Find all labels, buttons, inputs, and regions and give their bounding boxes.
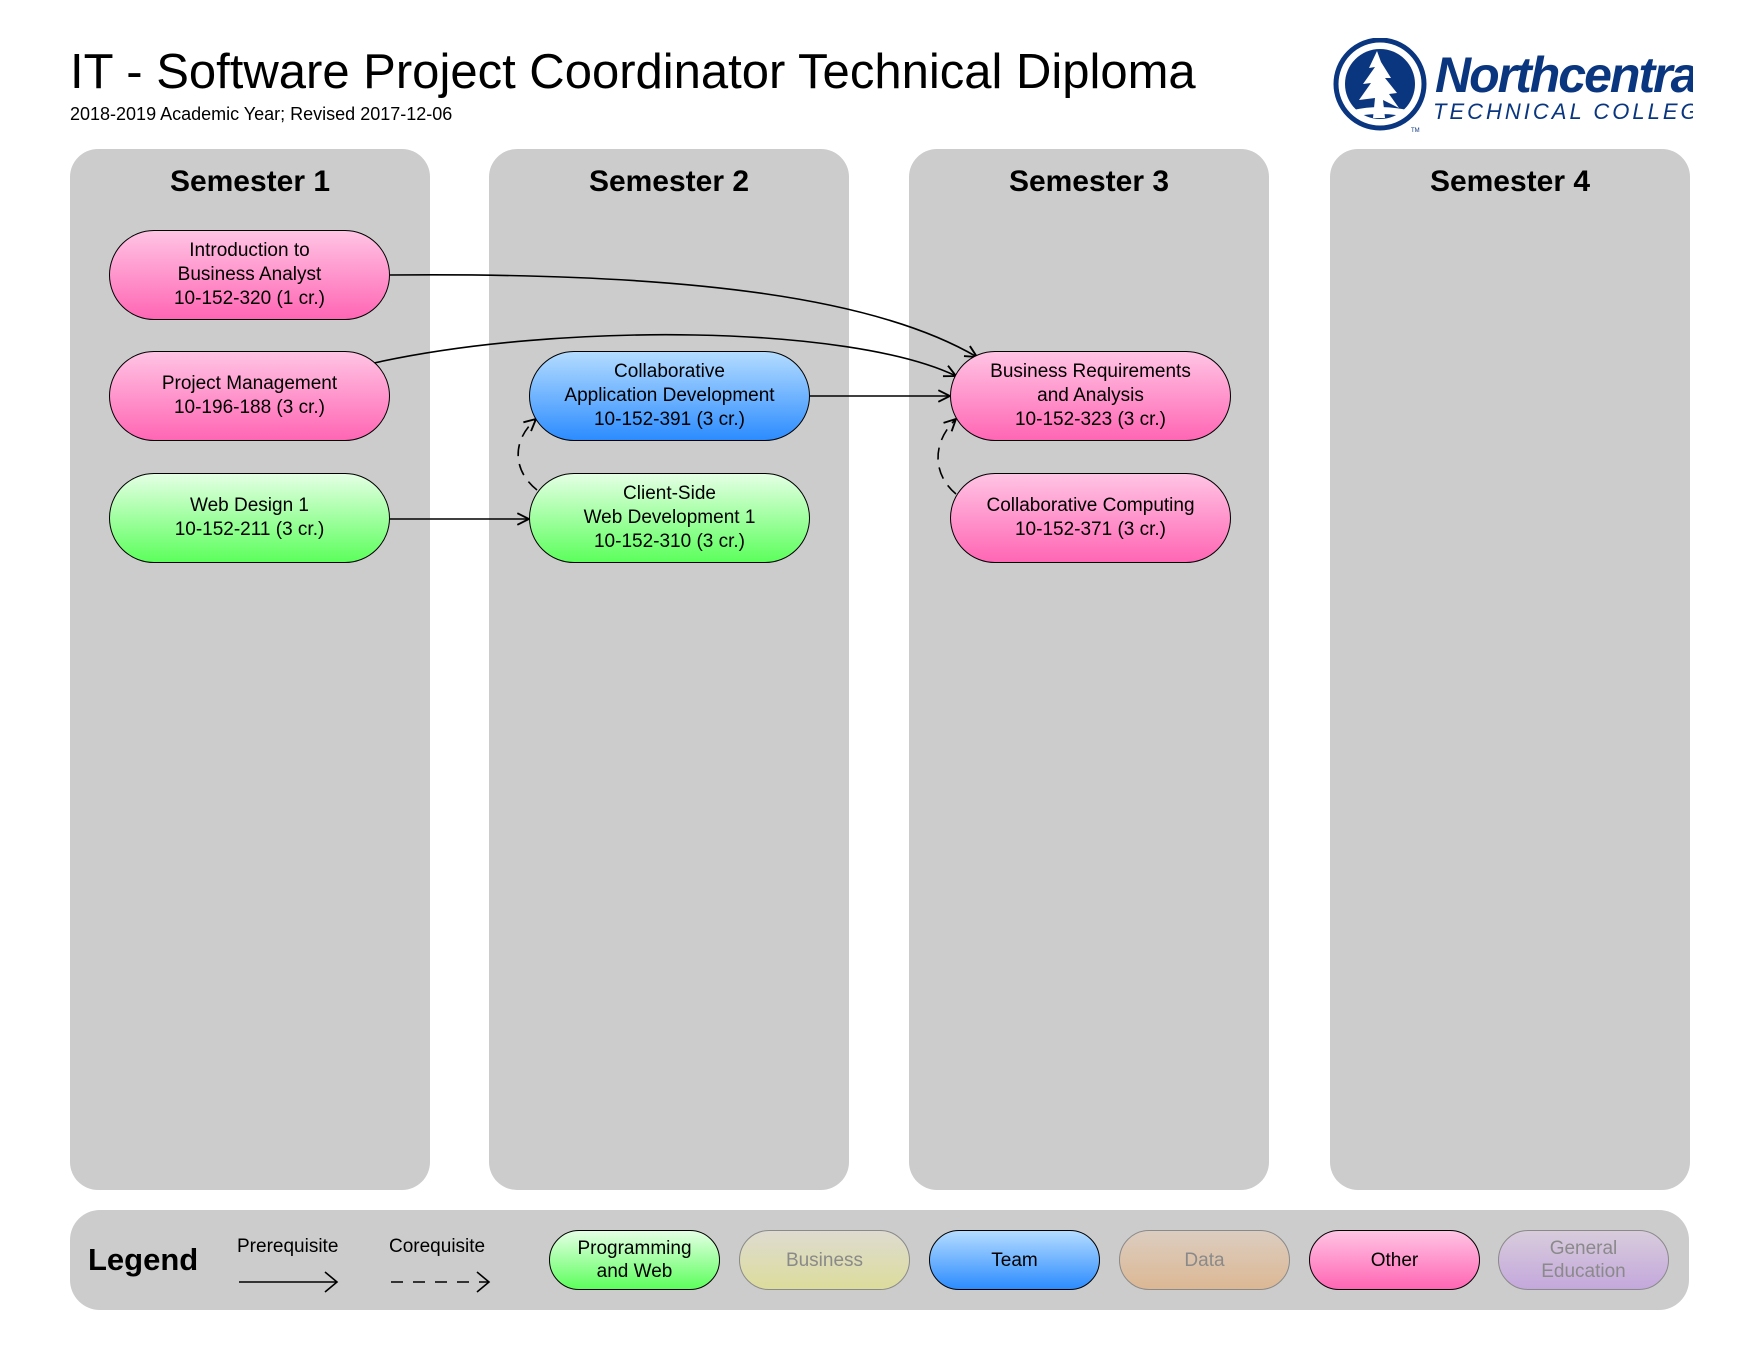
legend-corequisite-label: Corequisite: [389, 1236, 486, 1257]
course-name: Introduction to: [189, 240, 310, 261]
legend-label: Data: [1184, 1249, 1225, 1271]
semester-1-column: Semester 1: [70, 149, 430, 1190]
semester-3-column: Semester 3: [909, 149, 1269, 1190]
course-name: Client-Side: [623, 483, 716, 504]
semester-4-column: Semester 4: [1330, 149, 1690, 1190]
course-name: Web Design 1: [190, 495, 309, 516]
course-name: and Analysis: [1037, 385, 1144, 406]
legend-title: Legend: [88, 1242, 199, 1277]
page-subtitle: 2018-2019 Academic Year; Revised 2017-12…: [70, 104, 453, 124]
legend-prerequisite-label: Prerequisite: [237, 1236, 339, 1257]
legend: Legend Prerequisite Corequisite Programm…: [70, 1210, 1689, 1310]
course-code: 10-152-391 (3 cr.): [593, 409, 746, 430]
course-code: 10-196-188 (3 cr.): [173, 397, 325, 418]
legend-business: Business: [739, 1230, 910, 1290]
course-name: Collaborative Computing: [986, 495, 1195, 516]
page-title: IT - Software Project Coordinator Techni…: [70, 45, 1196, 99]
semester-2-column: Semester 2: [489, 149, 849, 1190]
college-logo: Northcentral TECHNICAL COLLEGE TM: [1333, 38, 1693, 134]
course-code: 10-152-211 (3 cr.): [174, 519, 325, 540]
semester-title: Semester 1: [169, 165, 331, 198]
legend-team: Team: [929, 1230, 1100, 1290]
course-code: 10-152-323 (3 cr.): [1014, 409, 1167, 430]
course-code: 10-152-320 (1 cr.): [173, 288, 326, 309]
course-project-management[interactable]: Project Management 10-196-188 (3 cr.): [109, 351, 390, 441]
legend-general-education: General Education: [1498, 1230, 1669, 1290]
legend-label: Team: [991, 1249, 1038, 1271]
legend-label: Education: [1541, 1261, 1626, 1282]
legend-programming-web: Programming and Web: [549, 1230, 720, 1290]
prerequisite-arrow-icon: [239, 1271, 339, 1293]
legend-label: Business: [785, 1249, 864, 1271]
semester-title: Semester 2: [588, 165, 750, 198]
course-client-side-web-development-1[interactable]: Client-Side Web Development 1 10-152-310…: [529, 473, 810, 563]
course-collaborative-application-development[interactable]: Collaborative Application Development 10…: [529, 351, 810, 441]
legend-label: Programming: [577, 1238, 692, 1259]
course-name: Project Management: [161, 373, 338, 394]
legend-label: General: [1549, 1238, 1618, 1259]
course-collaborative-computing[interactable]: Collaborative Computing 10-152-371 (3 cr…: [950, 473, 1231, 563]
course-business-requirements-analysis[interactable]: Business Requirements and Analysis 10-15…: [950, 351, 1231, 441]
course-name: Collaborative: [614, 361, 725, 382]
svg-text:Northcentral: Northcentral: [1435, 47, 1693, 103]
legend-label: Other: [1370, 1249, 1419, 1271]
course-name: Business Requirements: [990, 361, 1191, 382]
semester-title: Semester 3: [1008, 165, 1170, 198]
svg-text:TECHNICAL COLLEGE: TECHNICAL COLLEGE: [1433, 99, 1693, 124]
course-name: Web Development 1: [583, 507, 756, 528]
legend-other: Other: [1309, 1230, 1480, 1290]
semester-title: Semester 4: [1429, 165, 1591, 198]
course-code: 10-152-310 (3 cr.): [593, 531, 746, 552]
course-web-design-1[interactable]: Web Design 1 10-152-211 (3 cr.): [109, 473, 390, 563]
course-name: Business Analyst: [177, 264, 322, 285]
course-intro-business-analyst[interactable]: Introduction to Business Analyst 10-152-…: [109, 230, 390, 320]
corequisite-arrow-icon: [391, 1271, 491, 1293]
legend-data: Data: [1119, 1230, 1290, 1290]
legend-label: and Web: [596, 1261, 673, 1282]
course-name: Application Development: [564, 385, 775, 406]
svg-text:TM: TM: [1411, 128, 1420, 134]
course-code: 10-152-371 (3 cr.): [1014, 519, 1167, 540]
